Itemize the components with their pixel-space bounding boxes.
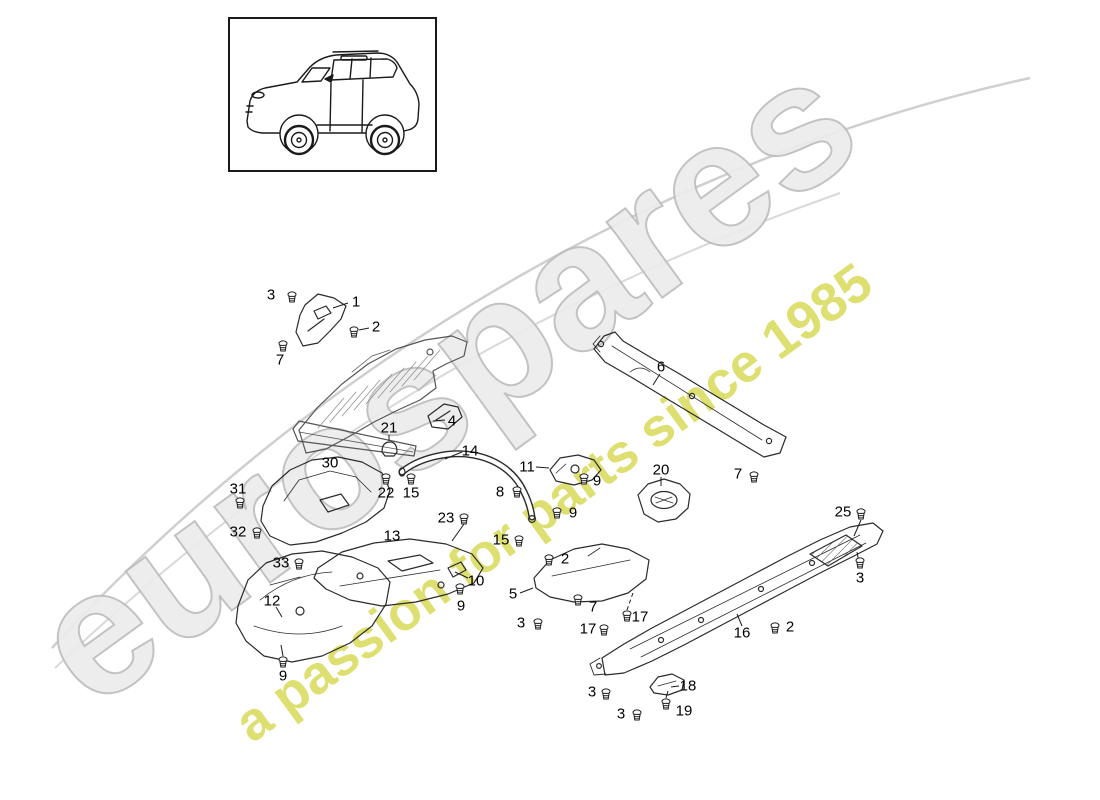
bolt-icon [601,688,611,700]
part-callout[interactable]: 3 [616,705,626,723]
part-callout[interactable]: 7 [733,465,743,483]
vehicle-thumbnail-frame [228,17,437,172]
part-callout[interactable]: 3 [266,286,276,304]
part-callout[interactable]: 6 [656,358,666,376]
body-floor-reference [292,335,468,457]
part-callout[interactable]: 7 [275,351,285,369]
part-callout[interactable]: 15 [492,531,510,549]
part-callout[interactable]: 7 [588,598,598,616]
bolt-icon [459,513,469,525]
part-callout[interactable]: 9 [592,472,602,490]
bolt-icon [599,624,609,636]
bolt-icon [544,554,554,566]
bolt-icon [278,656,288,668]
part-callout[interactable]: 25 [834,503,852,521]
part-1-heat-shield[interactable] [295,293,347,347]
bolt-icon [514,535,524,547]
bolt-icon [855,557,865,569]
part-callout[interactable]: 15 [402,484,420,502]
part-callout[interactable]: 14 [461,442,479,460]
part-12-underfloor-panel[interactable] [235,550,391,663]
part-21-clamp[interactable] [381,441,398,457]
bolt-icon [661,698,671,710]
bolt-icon [406,473,416,485]
part-callout[interactable]: 16 [733,624,751,642]
part-callout[interactable]: 11 [519,458,535,476]
bolt-icon [579,473,589,485]
part-18-bracket[interactable] [649,673,685,696]
parts-illustration [235,293,884,696]
part-callout[interactable]: 33 [272,554,290,572]
part-callout[interactable]: 2 [560,550,570,568]
bolt-icon [622,610,632,622]
part-6-heat-shield[interactable] [592,331,787,458]
bolt-icon [294,558,304,570]
part-callout[interactable]: 2 [371,318,381,336]
bolt-icon [770,622,780,634]
bolt-icon [749,471,759,483]
part-callout[interactable]: 9 [568,504,578,522]
watermark-layer: eurospares a passion for parts since 198… [0,17,1031,754]
part-16-side-panel[interactable] [589,522,884,676]
part-callout[interactable]: 23 [437,509,455,527]
bolt-icon [235,497,245,509]
part-callout[interactable]: 22 [377,484,395,502]
bolt-icon [632,709,642,721]
part-callout[interactable]: 12 [263,592,281,610]
cayenne-suv-side-view-icon [245,50,420,156]
part-callout[interactable]: 2 [785,618,795,636]
bolt-icon [349,326,359,338]
part-callout[interactable]: 18 [679,677,697,695]
part-callout[interactable]: 21 [380,419,398,437]
part-30-heat-shield[interactable] [260,456,391,546]
part-callout[interactable]: 30 [321,454,339,472]
bolt-icon [381,473,391,485]
part-callout[interactable]: 9 [456,597,466,615]
part-10-clip[interactable] [447,561,467,578]
part-callout[interactable]: 31 [229,480,247,498]
bolt-icon [455,583,465,595]
part-callout[interactable]: 8 [495,483,505,501]
bolt-icon [573,594,583,606]
part-callout[interactable]: 3 [855,569,865,587]
part-callout[interactable]: 3 [587,683,597,701]
part-callout[interactable]: 13 [383,527,401,545]
part-callout[interactable]: 17 [579,620,597,638]
part-11-bracket[interactable] [549,454,602,486]
part-callout[interactable]: 20 [652,461,670,479]
part-callout[interactable]: 5 [508,585,518,603]
bolt-icon [252,527,262,539]
part-4-bracket[interactable] [427,403,463,430]
bolt-icon [856,508,866,520]
bolt-icon [533,618,543,630]
part-13-underfloor-panel[interactable] [313,538,484,607]
part-callout[interactable]: 32 [229,523,247,541]
part-callout[interactable]: 1 [351,293,361,311]
bolt-icon [287,291,297,303]
swoosh-curve-upper [51,76,1031,649]
part-callout[interactable]: 3 [516,614,526,632]
vehicle-thumbnail [228,17,437,172]
part-callout[interactable]: 10 [467,572,485,590]
part-callout[interactable]: 9 [278,667,288,685]
part-5-heat-shield[interactable] [533,543,650,603]
bolt-icon [512,486,522,498]
bolt-icon [552,507,562,519]
part-callout[interactable]: 4 [447,412,457,430]
part-14-support-tube[interactable] [398,450,536,523]
part-callout[interactable]: 19 [675,702,693,720]
part-callout[interactable]: 17 [631,608,649,626]
part-20-heat-shield[interactable] [637,478,691,523]
bolt-icon [278,340,288,352]
